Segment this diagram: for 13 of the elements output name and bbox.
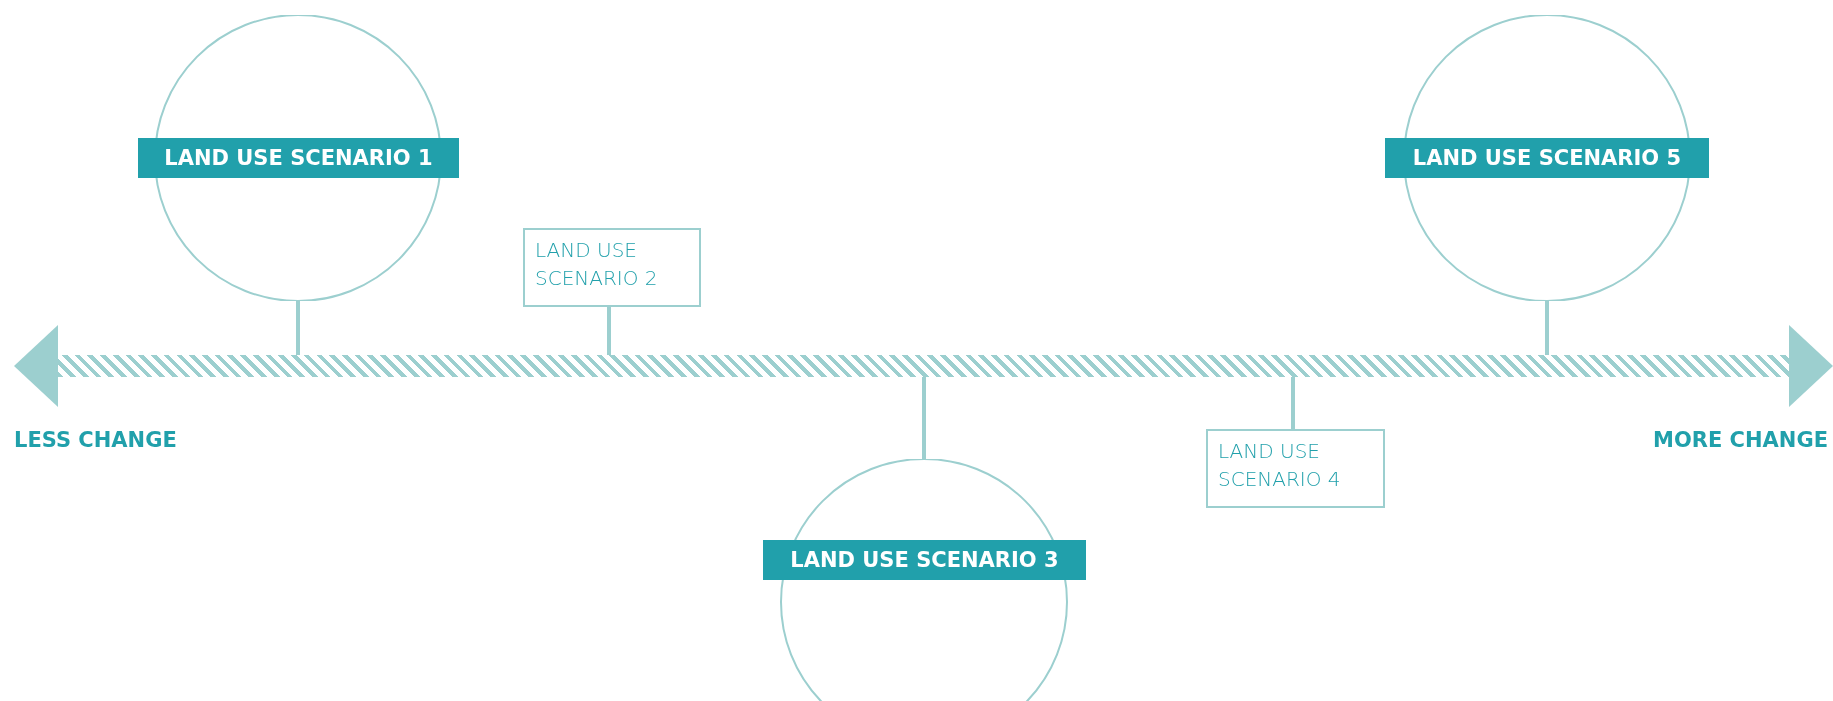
- scenario-label-box: LAND USE SCENARIO 2: [523, 228, 701, 307]
- scale-end-label: LESS CHANGE: [14, 428, 177, 452]
- leader-line: [1291, 377, 1295, 429]
- hatched-scale-bar: [58, 355, 1790, 377]
- scenario-label: LAND USE SCENARIO 1: [138, 138, 459, 178]
- scenario-label: LAND USE SCENARIO 3: [763, 540, 1086, 580]
- leader-line: [922, 377, 926, 459]
- leader-line: [607, 307, 611, 355]
- scenario-label-box: LAND USE SCENARIO 4: [1206, 429, 1385, 508]
- scenario-label: LAND USE SCENARIO 5: [1385, 138, 1709, 178]
- scale-end-label: MORE CHANGE: [1653, 428, 1828, 452]
- leader-line: [1545, 301, 1549, 355]
- leader-line: [296, 301, 300, 355]
